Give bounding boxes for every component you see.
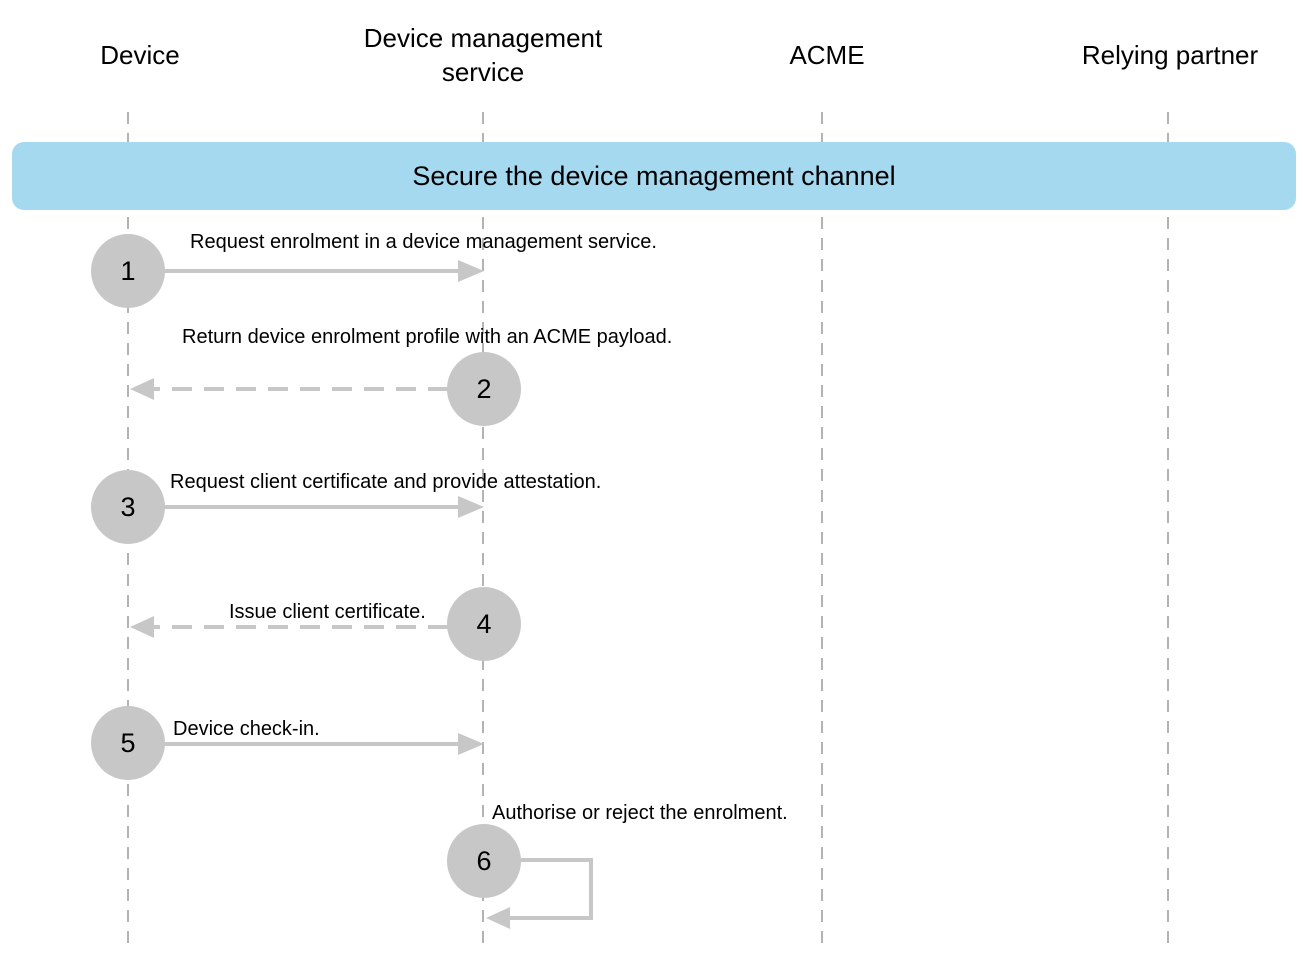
step-badge-2: 2 — [447, 352, 521, 426]
arrow-step-1 — [160, 260, 484, 282]
participant-device: Device — [100, 40, 180, 70]
message-label-step-3: Request client certificate and provide a… — [170, 471, 602, 493]
step-badge-1: 1 — [91, 234, 165, 308]
arrow-step-6-self-loop — [486, 858, 593, 929]
message-label-step-5: Device check-in. — [173, 718, 320, 740]
arrow-step-4 — [130, 616, 448, 638]
message-label-step-2: Return device enrolment profile with an … — [182, 326, 673, 348]
participant-relying-partner: Relying partner — [1081, 40, 1259, 70]
phase-banner: Secure the device management channel — [12, 142, 1296, 210]
participant-acme: ACME — [789, 40, 865, 70]
step-badge-3: 3 — [91, 470, 165, 544]
arrow-step-5 — [160, 733, 484, 755]
message-label-step-4: Issue client certificate. — [229, 601, 426, 623]
arrow-step-3 — [160, 496, 484, 518]
step-badge-5: 5 — [91, 706, 165, 780]
message-label-step-1: Request enrolment in a device management… — [190, 231, 657, 253]
step-badge-6: 6 — [447, 824, 521, 898]
message-label-step-6: Authorise or reject the enrolment. — [492, 802, 788, 824]
arrow-step-2 — [130, 378, 448, 400]
step-badge-4: 4 — [447, 587, 521, 661]
participant-device-management-service: Device management service — [363, 23, 603, 87]
